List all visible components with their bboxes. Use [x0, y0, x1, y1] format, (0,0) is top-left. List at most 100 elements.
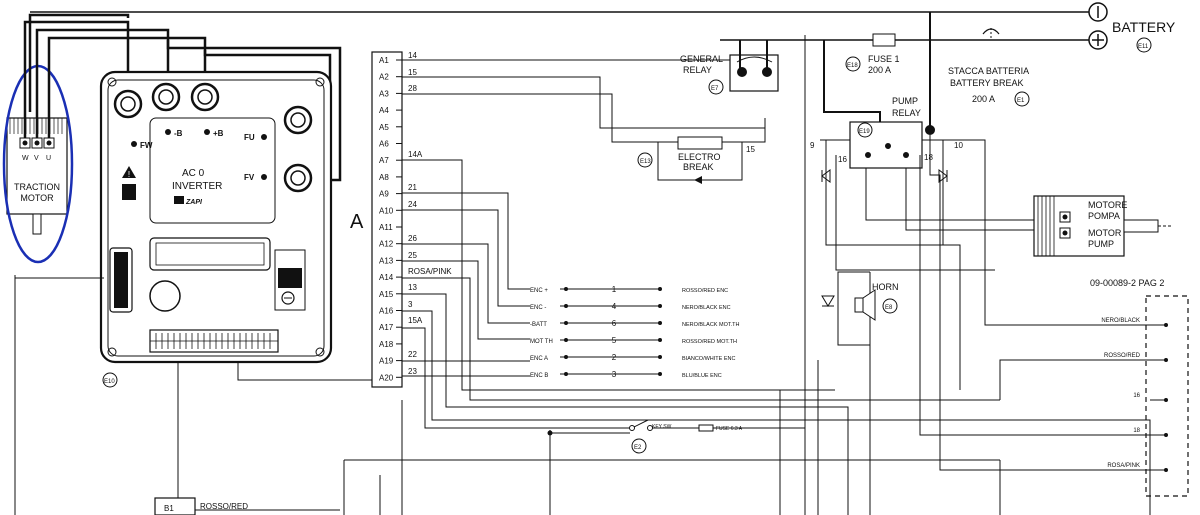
wire-a1: 14 — [408, 51, 417, 60]
encoder-row-name: -BATT — [530, 322, 547, 328]
encoder-row-color: ROSSO/RED ENC — [682, 288, 728, 294]
fuse1-ref: E18 — [847, 63, 858, 69]
encoder-row-name: ENC A — [530, 356, 548, 362]
right-connector-label: ROSSO/RED — [1104, 353, 1141, 359]
connector-pin-a20: A20 — [379, 373, 394, 382]
encoder-row-color: NERO/BLACK ENC — [682, 305, 731, 311]
electro-break-line1: ELECTRO — [678, 152, 721, 162]
connector-pin-a18: A18 — [379, 340, 394, 349]
pump-wires — [820, 135, 1150, 515]
page-ref: 09-00089-2 PAG 2 — [1090, 278, 1164, 288]
pump-node-18: 18 — [924, 153, 933, 162]
inverter-brand: ZAPI — [185, 199, 203, 206]
connector-pin-a12: A12 — [379, 240, 394, 249]
battery-break-ref: E1 — [1017, 98, 1025, 104]
battery-break: STACCA BATTERIA BATTERY BREAK 200 A E1 — [948, 28, 1030, 107]
wire-a19: 22 — [408, 350, 417, 359]
pump-relay-line2: RELAY — [892, 108, 921, 118]
wire-a17: 15A — [408, 316, 423, 325]
motor-terminal-v: V — [34, 155, 39, 162]
connector-pin-a16: A16 — [379, 307, 394, 316]
encoder-row-node — [658, 372, 662, 376]
battery-break-line2: BATTERY BREAK — [950, 78, 1024, 88]
encoder-row-node — [658, 355, 662, 359]
battery-break-line3: 200 A — [972, 94, 995, 104]
encoder-row-node — [564, 355, 568, 359]
pump-motor-line3: MOTOR — [1088, 228, 1122, 238]
pump-motor: MOTORE POMPA MOTOR PUMP — [1033, 195, 1172, 257]
motor-label-line2: MOTOR — [20, 193, 54, 203]
manual-icon — [122, 184, 136, 200]
motor-label-line1: TRACTION — [14, 182, 60, 192]
connector-pin-a17: A17 — [379, 323, 394, 332]
b1-pin: B1 ROSSO/RED — [154, 497, 340, 515]
encoder-row-node — [564, 321, 568, 325]
horn: HORN E8 — [821, 271, 899, 346]
wire-a16: 3 — [408, 300, 413, 309]
wire-a13: 25 — [408, 251, 417, 260]
motor-terminal-u: U — [46, 155, 51, 162]
electro-break-line2: BREAK — [683, 162, 714, 172]
battery-ref: E11 — [1138, 44, 1149, 50]
connector-pin-a8: A8 — [379, 173, 389, 182]
key-switch: KEY SW FUSE 6.3 A E2 — [629, 419, 805, 454]
pump-motor-line4: PUMP — [1088, 239, 1114, 249]
right-connector-label: 18 — [1133, 428, 1140, 434]
wire-a3: 28 — [408, 84, 417, 93]
diode-left — [821, 169, 831, 183]
fuse1-line2: 200 A — [868, 65, 891, 75]
encoder-row-node — [564, 372, 568, 376]
wire-a2: 15 — [408, 68, 417, 77]
pump-motor-line1: MOTORE — [1088, 200, 1127, 210]
general-relay-ref: E7 — [711, 86, 719, 92]
battery-terminals: BATTERY E11 — [30, 2, 1176, 53]
wire-a15: 13 — [408, 283, 417, 292]
connector-pin-a15: A15 — [379, 290, 394, 299]
wire-a9: 21 — [408, 183, 417, 192]
svg-text:!: ! — [128, 170, 130, 179]
inverter-fu-label: FU — [244, 133, 255, 142]
diode-right — [938, 169, 948, 183]
fuse-1: FUSE 1 200 A E18 — [845, 33, 900, 75]
right-connector-label: 16 — [1133, 393, 1140, 399]
ac0-inverter: FW -B +B FU FV AC 0 INVERTER ! ZAPI — [99, 70, 333, 388]
encoder-row-color: ROSSO/RED MOT.TH — [682, 339, 737, 345]
encoder-row-name: MOT TH — [530, 339, 553, 345]
encoder-row-node — [564, 338, 568, 342]
connector-pin-a6: A6 — [379, 140, 389, 149]
encoder-row-name: ENC + — [530, 288, 548, 294]
wire-a7: 14A — [408, 150, 423, 159]
zapi-logo-icon — [174, 196, 184, 204]
connector-letter: A — [350, 211, 364, 233]
inverter-pos-b-label: +B — [213, 129, 224, 138]
connector-pin-a3: A3 — [379, 89, 389, 98]
encoder-row-node — [658, 304, 662, 308]
connector-pin-a5: A5 — [379, 123, 389, 132]
pump-relay-ref: E19 — [859, 129, 870, 135]
inverter-fv-label: FV — [244, 173, 255, 182]
pump-node-10: 10 — [954, 141, 963, 150]
horn-label: HORN — [872, 282, 899, 292]
connector-pin-a13: A13 — [379, 256, 394, 265]
connector-pin-a2: A2 — [379, 73, 389, 82]
encoder-row-node — [658, 338, 662, 342]
horn-ref: E8 — [885, 305, 893, 311]
wire-a10: 24 — [408, 200, 417, 209]
encoder-row-node — [564, 304, 568, 308]
encoder-row-color: NERO/BLACK MOT.TH — [682, 322, 739, 328]
encoder-row-color: BLU/BLUE ENC — [682, 373, 722, 379]
wire-a20: 23 — [408, 367, 417, 376]
b1-label: B1 — [164, 504, 174, 513]
inverter-fw-label: FW — [140, 141, 153, 150]
connector-a: A A1A2A3A4A5A6A7A8A9A10A11A12A13A14A15A1… — [350, 51, 403, 388]
connector-wires — [343, 35, 1151, 515]
pump-relay-line1: PUMP — [892, 96, 918, 106]
encoder-row-color: BIANCO/WHITE ENC — [682, 356, 736, 362]
encoder-row-node — [658, 321, 662, 325]
connector-pin-a10: A10 — [379, 206, 394, 215]
inverter-ref: E10 — [104, 379, 115, 385]
encoder-row-name: ENC - — [530, 305, 546, 311]
pump-node-16: 16 — [838, 155, 847, 164]
